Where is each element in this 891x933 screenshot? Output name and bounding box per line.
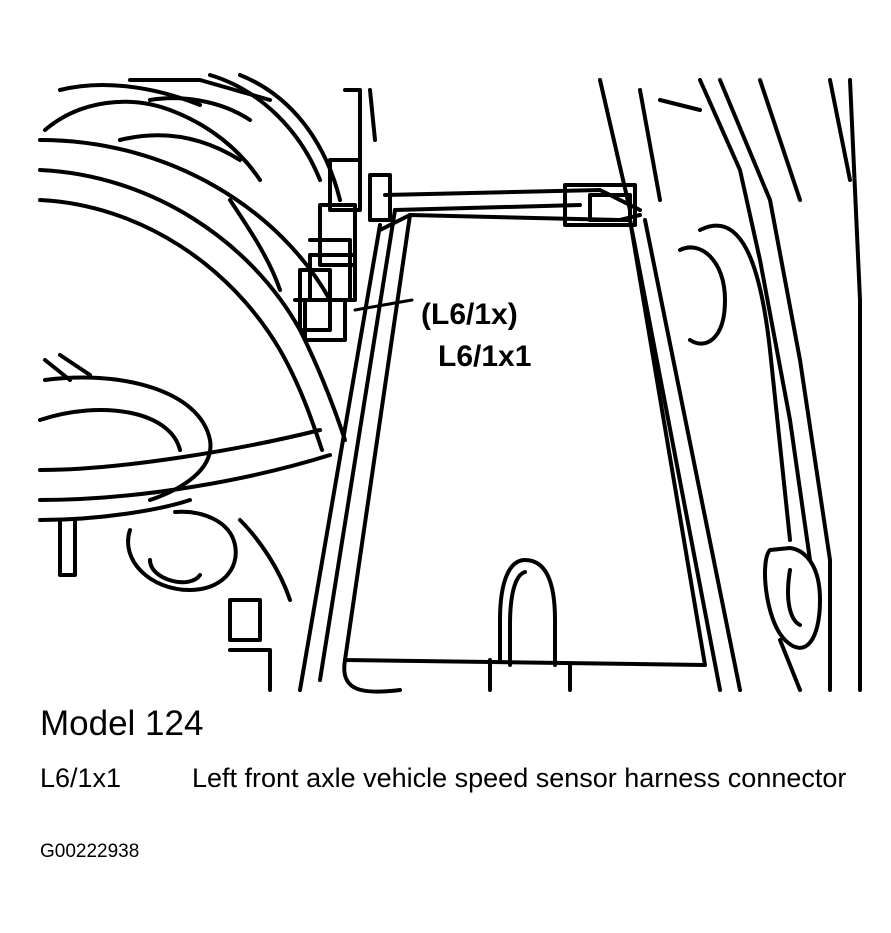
callout-label-alternate: (L6/1x) [421,298,518,331]
left-tire-assembly [40,140,345,690]
figure-id: G00222938 [40,841,140,862]
right-strut-assembly [600,80,860,690]
callout-label-primary: L6/1x1 [438,340,532,373]
legend-code: L6/1x1 [40,763,122,793]
engine-bay-line-drawing [0,0,891,700]
model-title: Model 124 [40,704,204,743]
engine-hoses [45,75,350,330]
legend-description: Left front axle vehicle speed sensor har… [192,763,847,793]
center-panel [300,185,705,692]
